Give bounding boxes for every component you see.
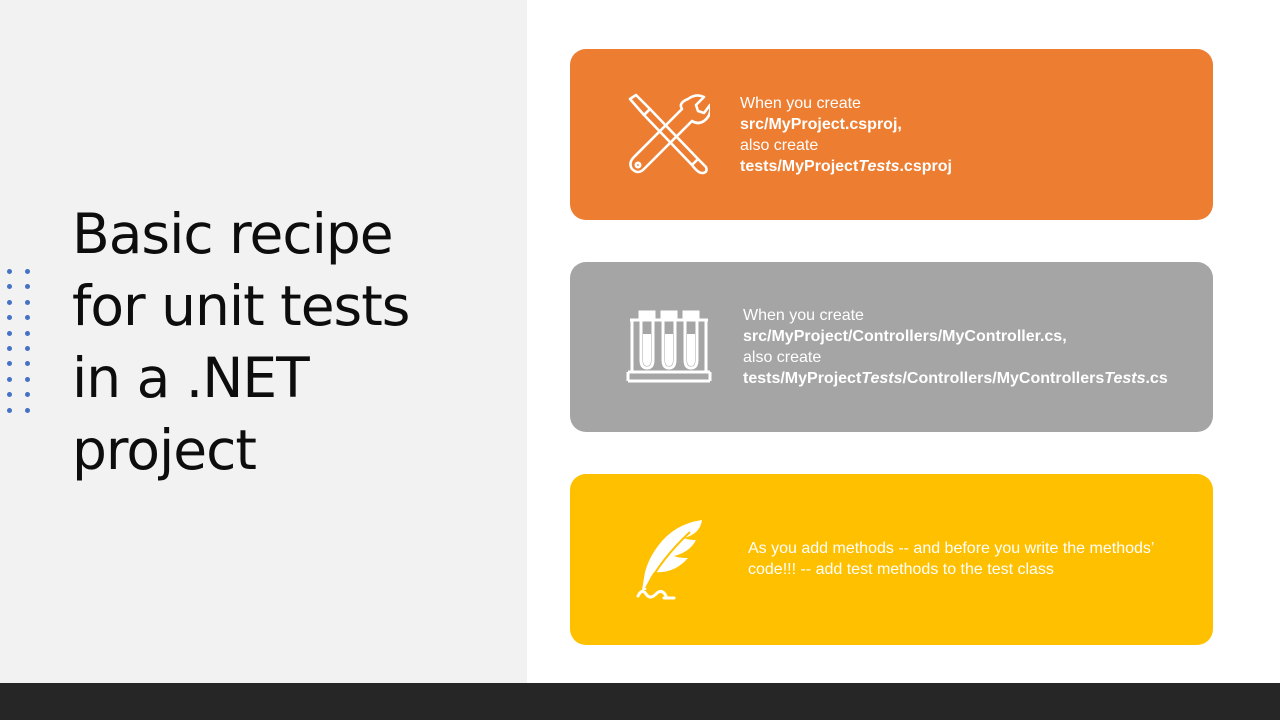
card-path-text: src/MyProject/Controllers/MyController.c… — [743, 328, 1067, 345]
card-line: When you create — [740, 95, 861, 112]
decorative-dot-grid — [5, 268, 33, 414]
slide-title-line: for unit tests — [72, 274, 410, 338]
decorative-dot — [25, 330, 30, 336]
card-line: code!!! -- add test methods to the test … — [748, 561, 1054, 578]
card-line-path: src/MyProject/Controllers/MyController.c… — [743, 326, 1168, 347]
card-create-controller: When you create src/MyProject/Controller… — [570, 262, 1213, 432]
decorative-dot — [7, 361, 12, 367]
decorative-dot — [7, 392, 12, 398]
card-path-text: tests/MyProject — [743, 370, 862, 387]
card-path-text: tests/MyProject — [740, 158, 859, 175]
slide-title-line: in a .NET — [72, 346, 310, 410]
decorative-dot — [25, 315, 30, 321]
card-line-path: tests/MyProjectTests/Controllers/MyContr… — [743, 368, 1168, 389]
decorative-dot — [25, 346, 30, 351]
decorative-dot — [25, 376, 30, 382]
card-line-path: tests/MyProjectTests.csproj — [740, 156, 952, 177]
tools-icon — [626, 93, 712, 182]
card-text: As you add methods -- and before you wri… — [748, 538, 1198, 580]
title-panel — [0, 0, 527, 683]
card-line: also create — [740, 137, 819, 154]
decorative-dot — [7, 407, 12, 413]
decorative-dot — [7, 284, 12, 290]
footer-bar — [0, 683, 1280, 720]
card-path-emphasis: Tests — [858, 158, 900, 175]
card-text: When you create src/MyProject.csproj, al… — [740, 93, 952, 177]
decorative-dot — [25, 269, 30, 274]
quill-pen-icon — [634, 518, 708, 607]
card-add-test-methods: As you add methods -- and before you wri… — [570, 474, 1213, 645]
card-line: As you add methods -- and before you wri… — [748, 540, 1155, 557]
decorative-dot — [25, 392, 30, 398]
card-line: When you create — [743, 307, 864, 324]
decorative-dot — [7, 315, 12, 321]
slide-title-line: project — [72, 418, 257, 482]
card-path-text: /Controllers/MyControllers — [902, 370, 1105, 387]
slide-title-line: Basic recipe — [72, 202, 394, 266]
card-path-text: .cs — [1145, 370, 1168, 387]
decorative-dot — [7, 346, 12, 351]
decorative-dot — [25, 284, 30, 290]
card-path-text: src/MyProject.csproj, — [740, 116, 902, 133]
card-create-project: When you create src/MyProject.csproj, al… — [570, 49, 1213, 220]
card-path-text: .csproj — [899, 158, 952, 175]
card-path-emphasis: Tests — [1104, 370, 1146, 387]
decorative-dot — [7, 299, 12, 305]
decorative-dot — [25, 407, 30, 413]
card-line-path: src/MyProject.csproj, — [740, 114, 952, 135]
card-path-emphasis: Tests — [861, 370, 903, 387]
slide-title: Basic recipe for unit tests in a .NET pr… — [72, 198, 502, 486]
decorative-dot — [7, 376, 12, 382]
test-tubes-icon — [624, 308, 714, 393]
card-text: When you create src/MyProject/Controller… — [743, 305, 1168, 389]
card-line: also create — [743, 349, 822, 366]
decorative-dot — [7, 269, 12, 274]
decorative-dot — [25, 361, 30, 367]
decorative-dot — [7, 330, 12, 336]
decorative-dot — [25, 299, 30, 305]
